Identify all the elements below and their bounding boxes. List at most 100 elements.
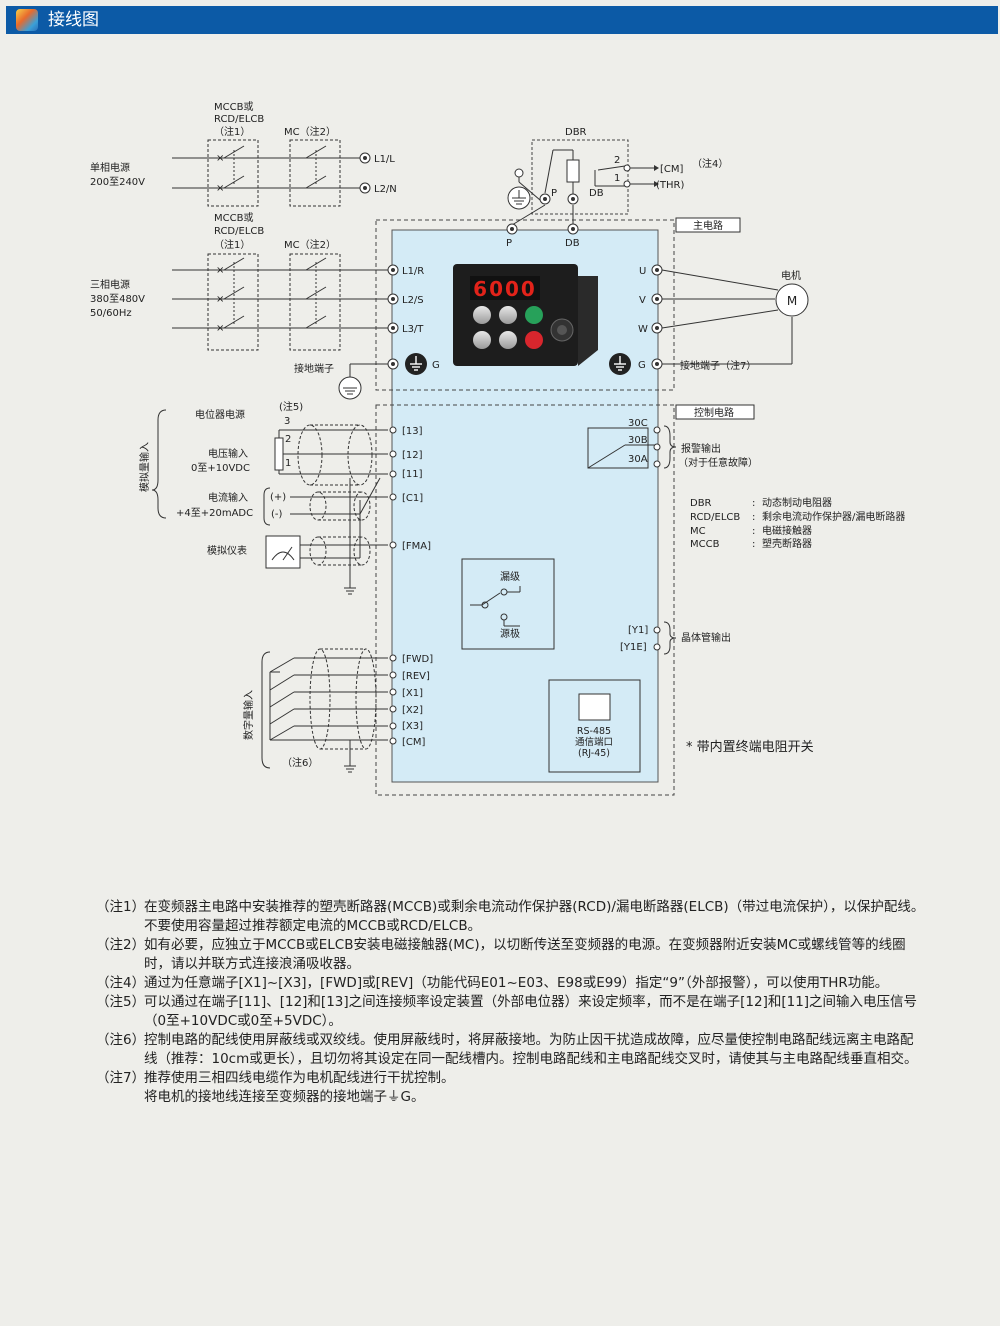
brand-logo-icon — [16, 9, 38, 31]
note-item: （注4） 通过为任意端子[X1]~[X3]，[FWD]或[REV]（功能代码E0… — [96, 974, 926, 993]
analog-brace — [151, 409, 167, 519]
pot-pin-1: 1 — [285, 458, 291, 469]
ground-icon — [614, 356, 626, 371]
legend-abbr: DBR — [690, 498, 712, 509]
program-key[interactable] — [473, 306, 491, 324]
svg-text::: : — [752, 512, 755, 523]
resistor-icon — [566, 159, 580, 183]
note-label: （注7） — [96, 1070, 146, 1086]
function-key[interactable] — [473, 331, 491, 349]
current-minus: (-) — [271, 509, 283, 520]
terminal-rev: [REV] — [402, 671, 430, 682]
wiring-diagram: 主电路 控制电路 × × 单相电源 200至240V MCCB或 RCD/ELC… — [90, 101, 905, 796]
ground-icon — [410, 356, 422, 371]
mccb-label-line3: （注1） — [214, 238, 250, 251]
legend-desc: 电磁接触器 — [762, 524, 812, 537]
digital-brace — [261, 651, 271, 769]
single-phase-switches — [223, 145, 327, 189]
dbr-thr-label: (THR) — [656, 180, 684, 191]
terminal-db: DB — [565, 238, 580, 249]
mc-label: MC（注2） — [284, 238, 336, 251]
down-key[interactable] — [499, 331, 517, 349]
main-circuit-frame — [375, 219, 675, 391]
note-label — [96, 1088, 144, 1107]
note-item: （注6） 控制电路的配线使用屏蔽线或双绞线。使用屏蔽线时，将屏蔽接地。为防止因干… — [96, 1031, 926, 1069]
pot-pin-3: 3 — [284, 416, 290, 427]
note-text: 通过为任意端子[X1]~[X3]，[FWD]或[REV]（功能代码E01~E03… — [144, 975, 889, 991]
control-circuit-box — [675, 404, 755, 420]
note-item: （注7） 推荐使用三相四线电缆作为电机配线进行干扰控制。 — [96, 1069, 926, 1088]
legend-desc: 剩余电流动作保护器/漏电断路器 — [762, 510, 905, 523]
legend-desc: 动态制动电阻器 — [762, 496, 832, 509]
terminal-x2: [X2] — [402, 705, 423, 716]
main-circuit-label: 主电路 — [693, 219, 723, 232]
ground-icon — [344, 765, 356, 773]
up-key[interactable] — [499, 306, 517, 324]
svg-text::: : — [752, 498, 755, 509]
mccb-x-mark: × — [216, 323, 224, 334]
shield-ellipses — [297, 424, 373, 566]
stop-key[interactable] — [525, 331, 543, 349]
analog-terminals — [389, 426, 397, 549]
note-item: （注1） 在变频器主电路中安装推荐的塑壳断路器(MCCB)或剩余电流动作保护器(… — [96, 898, 926, 936]
terminal-l1r: L1/R — [402, 266, 424, 277]
terminal-cm: [CM] — [402, 737, 426, 748]
rs485-port-box — [548, 679, 641, 773]
note-label: （注4） — [96, 975, 146, 991]
note-label: （注2） — [96, 937, 146, 953]
terminal-v: V — [639, 295, 646, 306]
input-terminals — [387, 264, 399, 370]
analog-wiring — [278, 429, 388, 588]
note-label: （注5） — [96, 994, 146, 1010]
legend-abbr: MCCB — [690, 539, 720, 550]
dbr-contact-2: 2 — [614, 155, 620, 166]
motor-wiring — [661, 269, 793, 365]
terminal-11: [11] — [402, 469, 423, 480]
mccb-x-mark: × — [216, 183, 224, 194]
mccb-x-mark: × — [216, 294, 224, 305]
note-text: 在变频器主电路中安装推荐的塑壳断路器(MCCB)或剩余电流动作保护器(RCD)/… — [144, 899, 925, 934]
single-phase-wiring — [172, 139, 360, 207]
motor-label: 电机 — [781, 269, 801, 282]
digital-terminals — [389, 654, 397, 745]
notes-section: （注1） 在变频器主电路中安装推荐的塑壳断路器(MCCB)或剩余电流动作保护器(… — [96, 898, 926, 1107]
note-label: （注1） — [96, 899, 146, 915]
motor-icon — [775, 283, 809, 317]
alarm-relay-box — [587, 427, 649, 469]
note-text: 如有必要，应独立于MCCB或ELCB安装电磁接触器(MC)，以切断传送至变频器的… — [144, 937, 906, 972]
pot-supply-label: 电位器电源 — [195, 408, 245, 421]
terminal-x1: [X1] — [402, 688, 423, 699]
terminal-12: [12] — [402, 450, 423, 461]
single-phase-label: 单相电源 — [90, 161, 130, 174]
note-text: 将电机的接地线连接至变频器的接地端子⏚G。 — [144, 1089, 425, 1105]
terminal-l3t: L3/T — [402, 324, 424, 335]
svg-text::: : — [752, 526, 755, 537]
sink-source-switch — [461, 558, 555, 650]
digital-input-wiring — [269, 657, 388, 766]
terminal-y1: [Y1] — [628, 625, 648, 636]
keypad-side — [578, 276, 598, 366]
terminal-13: [13] — [402, 426, 423, 437]
terminal-fma: [FMA] — [402, 541, 431, 552]
voltage-input-label: 电压输入 — [208, 447, 248, 460]
note-item: （注5） 可以通过在端子[11]、[12]和[13]之间连接频率设定装置（外部电… — [96, 993, 926, 1031]
terminator-note: * 带内置终端电阻开关 — [686, 739, 814, 755]
dbr-wiring — [511, 149, 654, 226]
note-label: （注6） — [96, 1032, 146, 1048]
rs485-port-label: 通信端口 — [575, 736, 613, 748]
note6-ref: （注6） — [282, 756, 318, 769]
mccb-label-line3: （注1） — [214, 125, 250, 138]
analog-meter-icon — [265, 535, 301, 569]
note-text: 推荐使用三相四线电缆作为电机配线进行干扰控制。 — [144, 1070, 455, 1086]
terminal-u: U — [639, 266, 646, 277]
potentiometer-icon — [274, 437, 284, 471]
run-key[interactable] — [525, 306, 543, 324]
legend-abbr: RCD/ELCB — [690, 512, 740, 523]
motor-symbol: M — [787, 294, 797, 308]
section-header: 接线图 — [6, 6, 998, 34]
ground-terminal-label: 接地端子 — [294, 362, 334, 375]
pot-pin-2: 2 — [285, 434, 291, 445]
ground-icon — [512, 190, 526, 205]
note5-ref: (注5) — [279, 400, 303, 413]
dbr-contact-1: 1 — [614, 173, 620, 184]
